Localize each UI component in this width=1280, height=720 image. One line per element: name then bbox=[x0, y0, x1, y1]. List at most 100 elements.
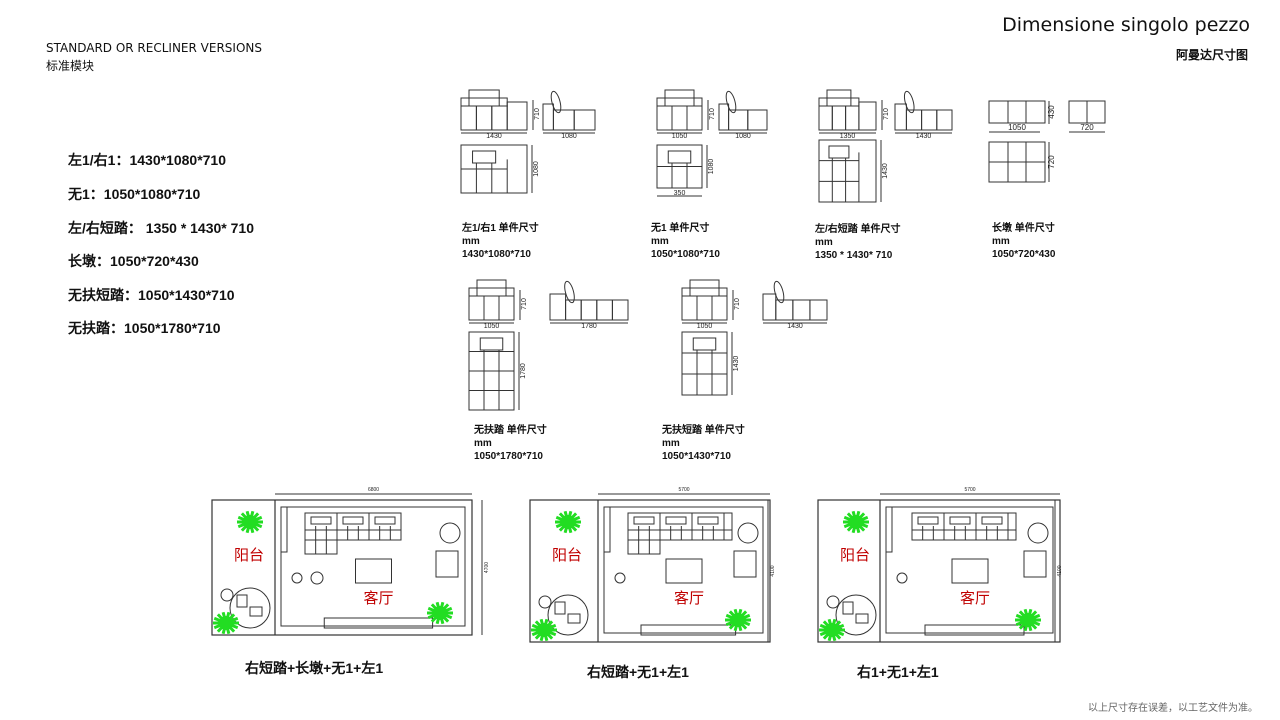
seat-cushion bbox=[460, 105, 477, 131]
living-room-label: 客厅 bbox=[364, 590, 394, 607]
stool-icon bbox=[896, 572, 908, 584]
spec-line: 左/右短踏： 1350 * 1430* 710 bbox=[68, 220, 254, 236]
plan-outline bbox=[817, 499, 1061, 643]
backrest bbox=[468, 287, 515, 297]
armchair-icon bbox=[1023, 550, 1047, 578]
dimension-label: 720 bbox=[1047, 155, 1056, 169]
lounge-chair bbox=[567, 613, 581, 624]
balcony-label: 阳台 bbox=[552, 547, 582, 564]
seat-cushion bbox=[681, 295, 698, 321]
balcony-label: 阳台 bbox=[234, 547, 264, 564]
seat-cushion bbox=[491, 105, 508, 131]
module-label-left-right-1: 左1/右1 单件尺寸 mm 1430*1080*710 bbox=[462, 222, 539, 261]
dimension-label: 1050 bbox=[697, 323, 713, 330]
small-table-icon bbox=[826, 595, 840, 609]
dimension-label: 710 bbox=[521, 298, 528, 310]
dimension-label: 1080 bbox=[561, 133, 577, 140]
tv-cabinet bbox=[323, 617, 434, 629]
dimension-label: 1050 bbox=[672, 133, 688, 140]
module-size: 1350 * 1430* 710 bbox=[815, 250, 893, 261]
headrest-icon bbox=[725, 90, 737, 114]
small-table-icon bbox=[220, 588, 234, 602]
module-unit: mm bbox=[651, 236, 669, 247]
pillow bbox=[374, 516, 396, 525]
armrest bbox=[506, 101, 528, 131]
pillow bbox=[665, 516, 687, 525]
side-back bbox=[549, 293, 567, 321]
module-label-short-chaise: 左/右短踏 单件尺寸 mm 1350 * 1430* 710 bbox=[815, 223, 901, 262]
small-table-icon bbox=[538, 595, 552, 609]
section-heading-cn: 标准模块 bbox=[46, 59, 95, 73]
module-unit: mm bbox=[815, 237, 833, 248]
side-cushion bbox=[775, 299, 794, 321]
stool-icon bbox=[614, 572, 626, 584]
wall-stub bbox=[885, 506, 893, 553]
seat-cushion bbox=[818, 105, 833, 131]
armchair-icon bbox=[733, 550, 757, 578]
side-table-icon bbox=[737, 522, 759, 544]
side-back bbox=[762, 293, 777, 321]
headrest-icon bbox=[903, 90, 915, 114]
seat-cushion bbox=[671, 105, 688, 131]
plan-caption: 右1+无1+左1 bbox=[857, 664, 939, 680]
spec-line: 无1：1050*1080*710 bbox=[68, 186, 201, 202]
plant-icon bbox=[825, 623, 839, 637]
stool-icon bbox=[291, 572, 303, 584]
module-name: 无扶短踏 单件尺寸 bbox=[662, 425, 745, 436]
ottoman bbox=[304, 539, 338, 555]
side-cushion bbox=[809, 299, 828, 321]
dimension-label: 710 bbox=[734, 298, 741, 310]
plant-icon bbox=[849, 515, 863, 529]
sofa-module bbox=[368, 512, 402, 541]
lounge-chair bbox=[855, 613, 869, 624]
backrest bbox=[656, 97, 703, 107]
spec-line: 无扶短踏：1050*1430*710 bbox=[68, 287, 235, 303]
dimension-label: 1780 bbox=[581, 323, 597, 330]
pillow bbox=[472, 150, 497, 164]
balcony-label: 阳台 bbox=[840, 547, 870, 564]
backrest bbox=[460, 97, 508, 107]
seat-cushion bbox=[498, 295, 515, 321]
spec-line: 长墩：1050*720*430 bbox=[68, 253, 199, 269]
module-label-armless-chaise: 无扶踏 单件尺寸 mm 1050*1780*710 bbox=[474, 424, 547, 463]
dimension-label: 720 bbox=[1080, 123, 1094, 132]
dimension-label: 350 bbox=[674, 190, 686, 197]
side-table-icon bbox=[1027, 522, 1049, 544]
plant-icon bbox=[561, 515, 575, 529]
dimension-label: 1080 bbox=[533, 161, 540, 177]
module-name: 左1/右1 单件尺寸 bbox=[462, 223, 539, 234]
module-unit: mm bbox=[992, 236, 1010, 247]
side-cushion bbox=[552, 109, 575, 131]
plant-icon bbox=[537, 623, 551, 637]
headrest-icon bbox=[564, 280, 575, 304]
seat-cushion bbox=[475, 105, 493, 131]
side-back bbox=[894, 103, 907, 131]
plan-outline bbox=[529, 499, 771, 643]
module-name: 长墩 单件尺寸 bbox=[992, 223, 1055, 234]
seat-cushion bbox=[468, 295, 485, 321]
side-cushion bbox=[936, 109, 953, 131]
side-cushion bbox=[747, 109, 768, 131]
dimension-label: 1430 bbox=[882, 163, 889, 179]
coffee-table bbox=[665, 558, 703, 584]
pillow bbox=[697, 516, 719, 525]
module-label-ottoman: 长墩 单件尺寸 mm 1050*720*430 bbox=[992, 222, 1055, 261]
dimension-label: 1050 bbox=[1008, 123, 1026, 132]
side-cushion bbox=[792, 299, 811, 321]
pillow bbox=[667, 150, 692, 164]
lounge-chair bbox=[842, 601, 854, 615]
pillow bbox=[633, 516, 655, 525]
module-label-armless-short-chaise: 无扶短踏 单件尺寸 mm 1050*1430*710 bbox=[662, 424, 745, 463]
module-name: 左/右短踏 单件尺寸 bbox=[815, 224, 901, 235]
section-heading-en: STANDARD OR RECLINER VERSIONS bbox=[46, 41, 262, 55]
side-back bbox=[542, 103, 554, 131]
pillow bbox=[342, 516, 364, 525]
